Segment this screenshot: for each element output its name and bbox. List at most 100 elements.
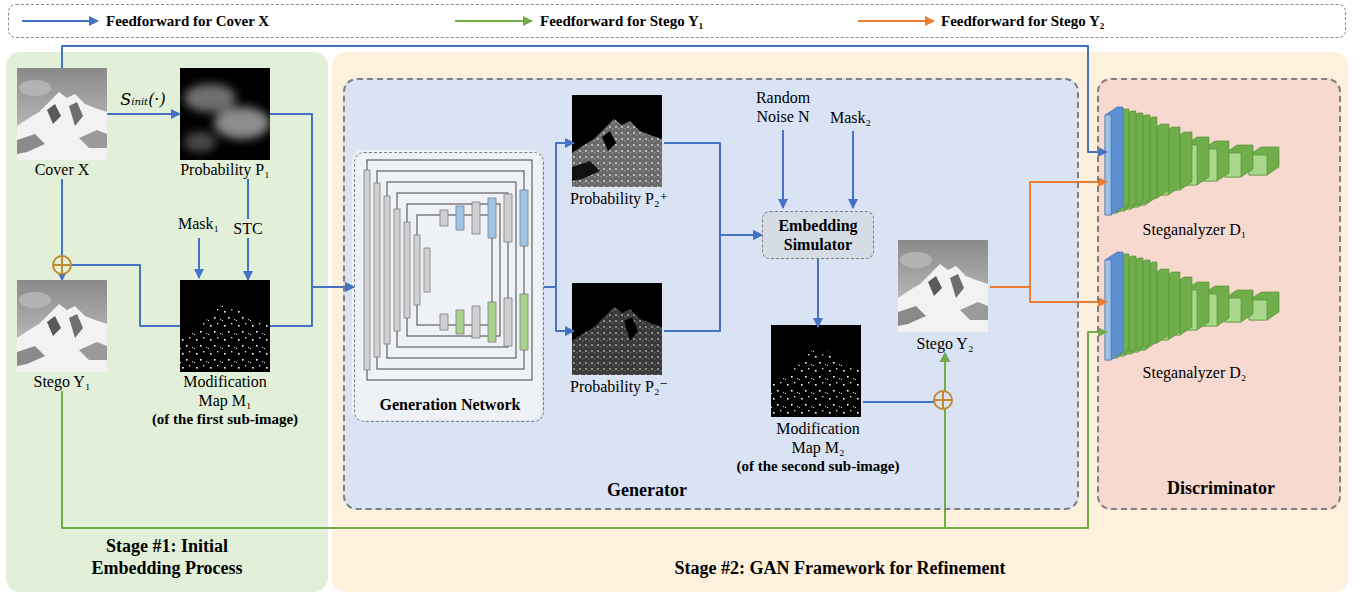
feedforward-arrow: [62, 353, 945, 528]
input-label: Random Noise N: [748, 88, 818, 126]
image-thumbnails: [572, 95, 662, 187]
unet-encoder: [364, 170, 370, 370]
unet-encoder: [364, 170, 430, 370]
modification-map: Modification Map M₂(of the second sub-im…: [773, 327, 863, 476]
region-heading: Generation Network: [355, 395, 545, 414]
feedforward-arrow: [107, 113, 180, 115]
image-caption: Probability P₂⁺: [539, 189, 699, 208]
unet-decoder-bottom: [440, 314, 448, 330]
steganalyzer: Steganalyzer D₂: [1107, 251, 1282, 382]
unet-encoder: [394, 209, 400, 331]
image-caption: Modification Map M₂: [763, 419, 873, 457]
steganalyzer: Steganalyzer D₁: [1107, 106, 1282, 239]
unet-illustration: [407, 204, 500, 336]
leader-arrows: [198, 238, 200, 278]
image-caption: Probability P₁: [145, 160, 305, 179]
feedforward-arrow: [61, 179, 63, 280]
unet-decoder-top: [504, 194, 512, 242]
feedforward-arrow: [863, 353, 945, 402]
unet-illustration: [417, 215, 492, 325]
region-fills: [1097, 78, 1341, 510]
edge-label: STC: [231, 219, 264, 238]
region-fills: [343, 78, 1079, 510]
discriminator-box: DiscriminatorSteganalyzer D₁Steganalyzer…: [1097, 78, 1341, 510]
add-operator: [61, 256, 63, 274]
edge-label: Sᵢₙᵢₜ(·): [118, 90, 167, 109]
legend-arrows: [455, 20, 532, 22]
add-operator: [934, 391, 952, 409]
feedforward-arrow: [990, 287, 1107, 302]
legend-label: Feedforward for Cover X: [106, 12, 269, 30]
feedforward-arrow: [544, 143, 574, 287]
feedforward-arrow: [817, 259, 819, 327]
legend-label: Feedforward for Stego Y₁: [540, 12, 703, 30]
feedforward-arrow: [664, 143, 762, 235]
image-caption: Modification Map M₁: [170, 372, 280, 410]
image-caption: (of the first sub-image): [125, 410, 325, 429]
feedforward-arrow: [990, 182, 1107, 287]
unet-decoder-top: [456, 206, 464, 230]
feedforward-arrow: [62, 265, 180, 326]
unet-illustration: [367, 160, 532, 380]
region-fills: [352, 150, 542, 420]
unet-decoder-top: [440, 190, 528, 246]
unet-decoder-bottom: [440, 294, 528, 350]
image-caption: (of the second sub-image): [713, 457, 923, 476]
steganalyzer-network: [1105, 115, 1111, 215]
unet-decoder-bottom: [456, 310, 464, 334]
legend-arrows: [858, 20, 934, 22]
image-thumbnails: [898, 240, 988, 332]
leader-arrows: [782, 130, 784, 208]
unet-decoder-bottom: [488, 302, 496, 342]
feedforward-arrow: [62, 46, 1107, 152]
input-label: Mask₁: [178, 214, 219, 233]
image-caption: Steganalyzer D₁: [1095, 220, 1295, 239]
unet-decoder-top: [440, 210, 448, 226]
unet-decoder-bottom: [520, 294, 528, 350]
stego-image: Stego Y₂: [900, 242, 990, 353]
steganalyzer-network: [1105, 107, 1279, 215]
unet-decoder-bottom: [472, 306, 480, 338]
region-heading: Stage #2: GAN Framework for Refinement: [332, 558, 1348, 580]
box-label: Embedding Simulator: [769, 216, 867, 254]
unet-illustration: [367, 160, 532, 380]
feedforward-arrow: [664, 235, 762, 331]
feedforward-arrow: [270, 114, 354, 287]
feedforward-arrow: [544, 287, 574, 331]
cover-image: Cover X: [17, 68, 107, 179]
feedforward-arrow: [270, 287, 354, 326]
generator-box: Generator Generation Network Probability P…: [343, 78, 1079, 510]
feedforward-arrow: [62, 332, 1107, 528]
steganalyzer-network: [1105, 252, 1279, 360]
image-thumbnails: [180, 68, 270, 160]
stage-panel: Stage #2: GAN Framework for Refinement Ge…: [332, 52, 1348, 592]
stego-image: Stego Y₁: [17, 280, 107, 391]
image-caption: Cover X: [0, 160, 142, 179]
probability-map: Probability P₂⁺: [574, 97, 664, 208]
region-heading: Generator: [582, 480, 712, 502]
probability-map: Probability P₂⁻: [574, 285, 664, 396]
region-heading: Stage #1: Initial Embedding Process: [77, 536, 257, 579]
region-fills: [6, 52, 1348, 592]
image-thumbnails: [17, 68, 107, 160]
image-thumbnails: [17, 68, 988, 417]
steganalyzer-network: [1249, 147, 1279, 175]
region-fills: [6, 52, 328, 592]
leader-arrows: [852, 131, 854, 208]
probability-map: Probability P₁: [180, 68, 270, 179]
image-thumbnails: [180, 280, 270, 372]
image-thumbnails: [17, 280, 107, 372]
stage-panel: Stage #1: Initial Embedding Process Cover…: [6, 52, 328, 592]
region-heading: Discriminator: [1099, 478, 1343, 500]
unet-illustration: [387, 182, 516, 358]
steganalyzer-network: [1105, 107, 1123, 215]
add-operator: [942, 391, 944, 409]
region-fills: [332, 52, 1348, 592]
add-operator: [53, 256, 71, 274]
simulator-box: Embedding Simulator: [762, 211, 874, 259]
add-operator: [934, 391, 952, 409]
unet-decoder-top: [472, 202, 480, 234]
unet-encoder: [414, 235, 420, 305]
